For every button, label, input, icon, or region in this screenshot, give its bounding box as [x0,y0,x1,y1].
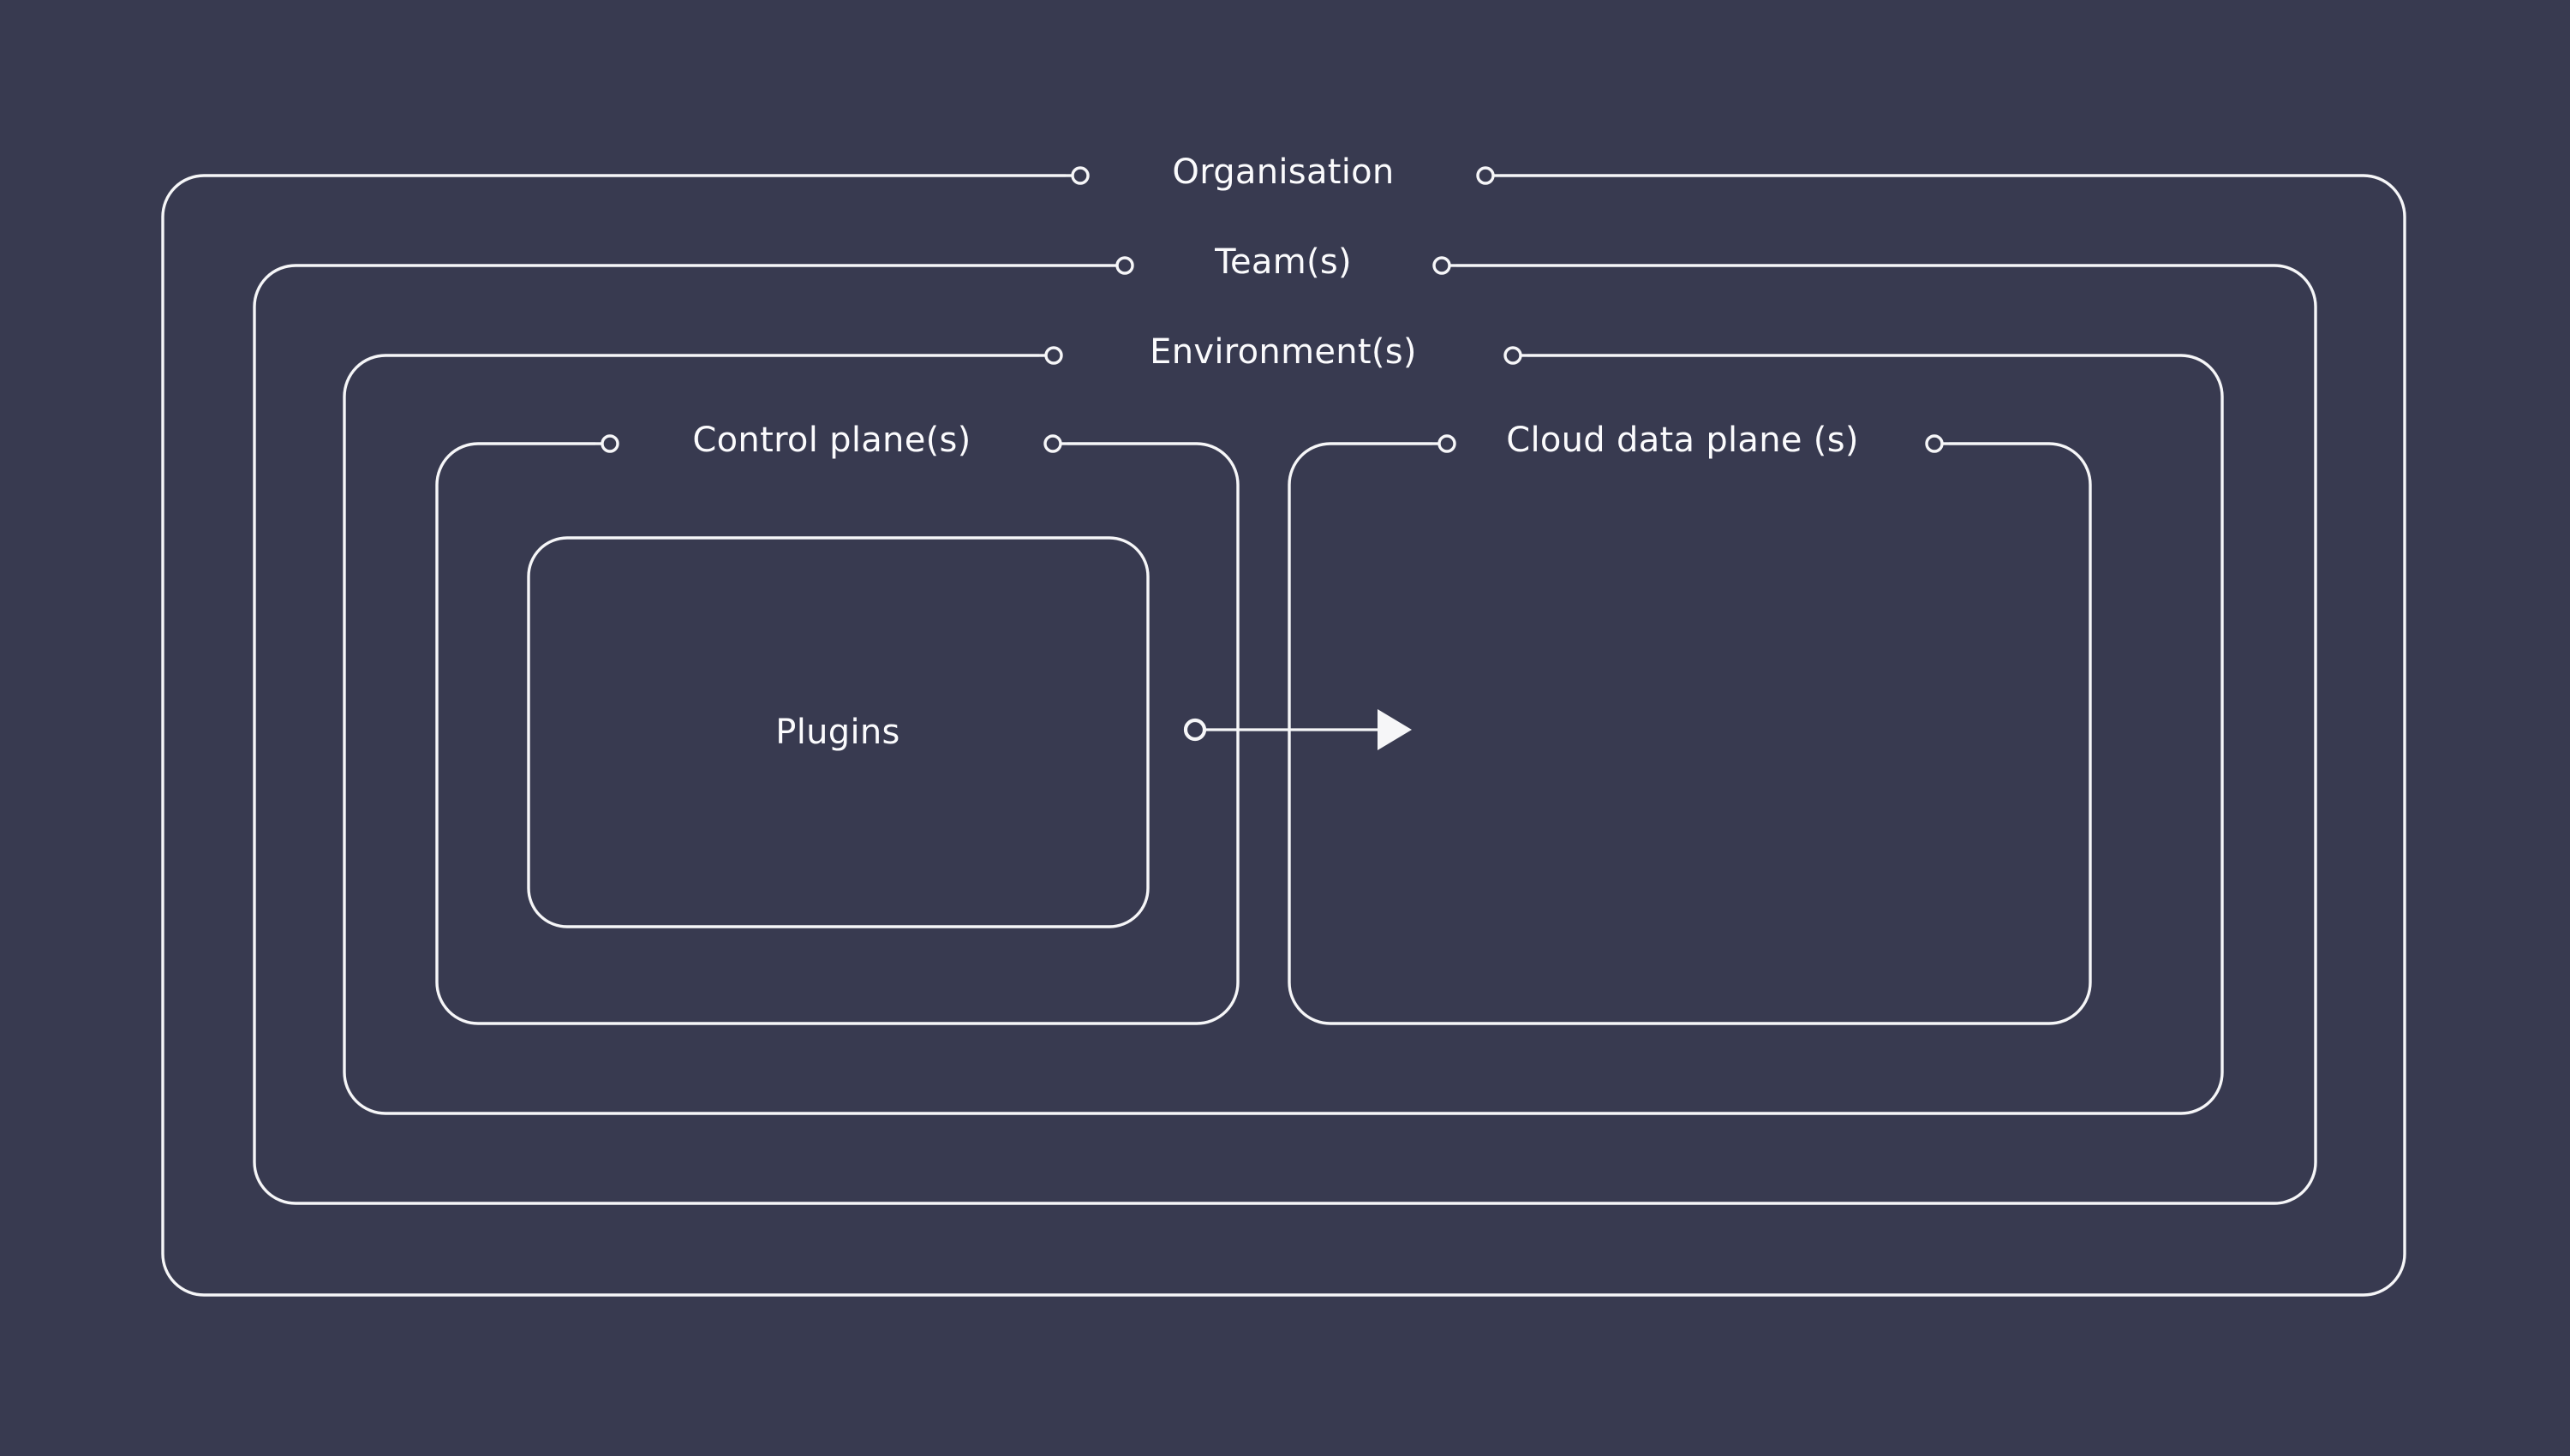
control-plane-box-outline [435,442,1240,1025]
organisation-box-group[interactable] [161,166,2406,1297]
cloud-data-plane-ring-left [1437,434,1456,453]
label-environment: Environment(s) [1150,332,1417,372]
control-plane-box-group[interactable] [435,434,1240,1025]
environment-ring-right [1503,346,1522,365]
plugins-box-group[interactable] [527,536,1150,928]
label-organisation: Organisation [1172,152,1395,192]
team-ring-right [1432,256,1451,275]
label-team: Team(s) [1215,242,1352,282]
cloud-data-plane-ring-right [1925,434,1944,453]
organisation-ring-right [1476,166,1495,185]
flow-arrowhead-icon [1378,709,1412,750]
control-plane-ring-right [1043,434,1062,453]
plugins-box-outline [527,536,1150,928]
environment-box-group[interactable] [343,346,2224,1115]
environment-box-outline [343,354,2224,1115]
flow-origin-ring [1183,718,1207,742]
team-ring-left [1115,256,1134,275]
team-box-group[interactable] [253,256,2317,1205]
control-plane-ring-left [601,434,619,453]
control-to-data-plane-arrow[interactable] [1183,709,1412,750]
cloud-data-plane-box-outline [1288,442,2092,1025]
label-control-plane: Control plane(s) [692,421,971,460]
organisation-ring-left [1071,166,1090,185]
cloud-data-plane-box-group[interactable] [1288,434,2092,1025]
label-plugins: Plugins [775,713,900,752]
organisation-box-outline [161,174,2406,1297]
environment-ring-left [1044,346,1063,365]
team-box-outline [253,264,2317,1205]
label-cloud-data-plane: Cloud data plane (s) [1506,421,1859,460]
